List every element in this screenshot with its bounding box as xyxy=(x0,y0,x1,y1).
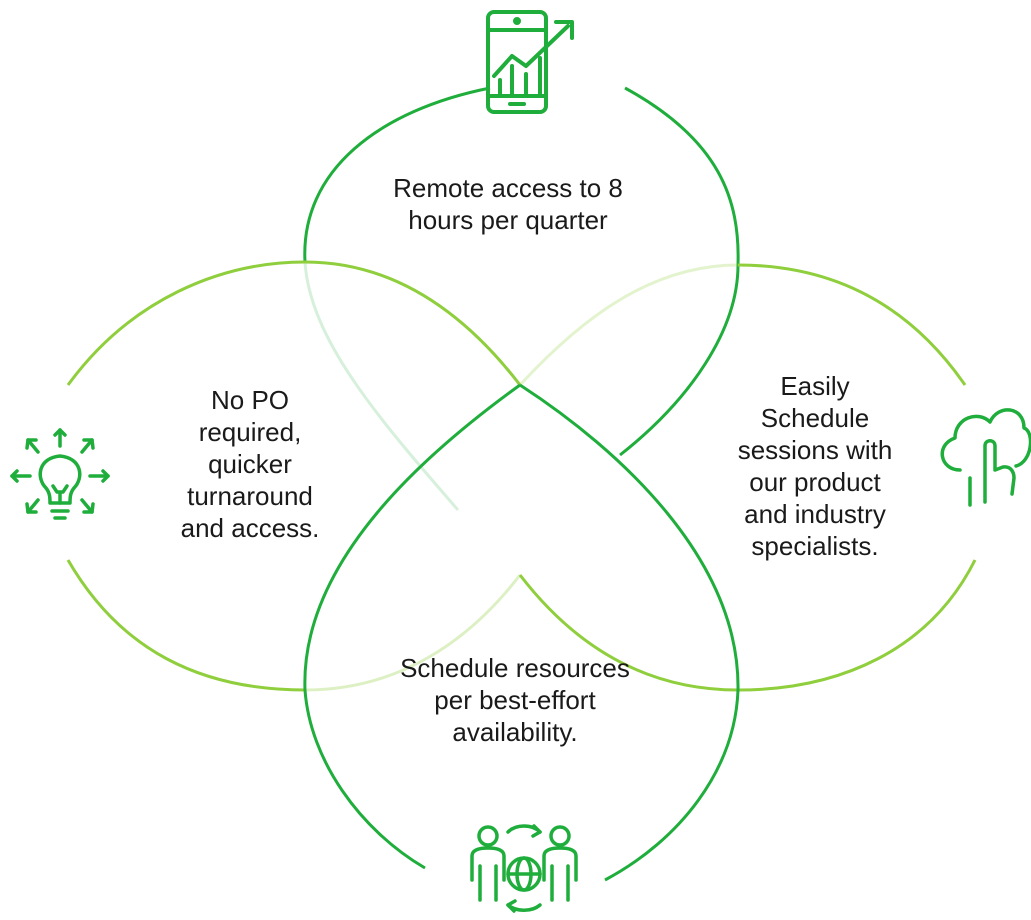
left-petal-outline-bottom xyxy=(66,559,306,692)
right-petal-inner-bottom xyxy=(518,574,739,692)
global-team-exchange-icon xyxy=(470,824,578,913)
bottom-petal-inner-right xyxy=(519,383,740,691)
right-petal xyxy=(518,263,977,692)
bottom-petal xyxy=(303,383,740,882)
bottom-petal-inner-left xyxy=(303,383,521,691)
mobile-growth-chart-icon xyxy=(486,10,574,114)
top-petal-outline-left xyxy=(303,86,491,263)
top-petal xyxy=(303,86,740,511)
top-petal-outline-right xyxy=(624,86,740,266)
left-petal-text: No PO required, quicker turnaround and a… xyxy=(180,385,320,543)
top-petal-text: Remote access to 8 hours per quarter xyxy=(393,173,623,235)
right-petal-text: Easily Schedule sessions with our produc… xyxy=(737,371,893,561)
cloud-touch-icon xyxy=(940,408,1031,507)
right-petal-outline-bottom xyxy=(737,559,977,692)
bottom-petal-text: Schedule resources per best-effort avail… xyxy=(400,653,630,747)
top-petal-inner-left xyxy=(303,261,460,511)
left-petal-inner-top xyxy=(304,260,522,386)
top-petal-inner-right xyxy=(619,264,740,457)
lightbulb-ideas-icon xyxy=(10,428,110,520)
bottom-petal-outline-right xyxy=(604,689,740,882)
left-petal-inner-bottom xyxy=(304,574,522,692)
right-petal-inner-top xyxy=(518,263,739,387)
left-petal-outline-top xyxy=(66,260,306,386)
left-petal xyxy=(66,260,522,692)
right-petal-outline-top xyxy=(737,263,967,386)
bottom-petal-outline-left xyxy=(303,689,426,870)
